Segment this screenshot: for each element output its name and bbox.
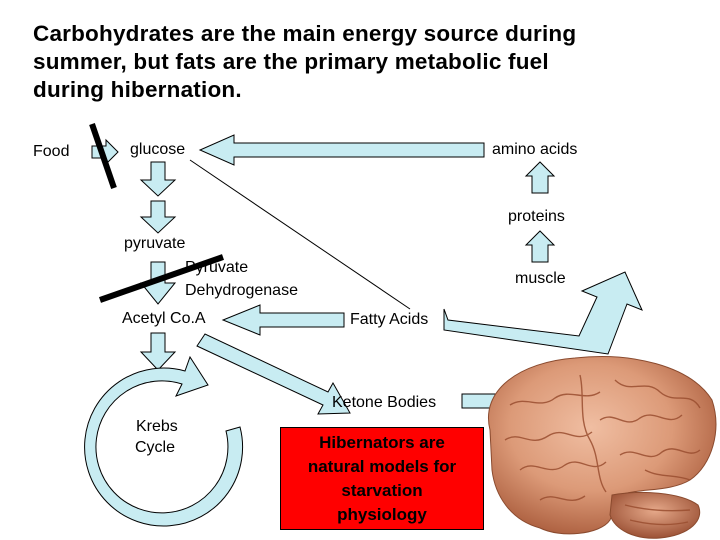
fatty-to-muscle-arrow: [443, 271, 643, 355]
muscle-to-proteins-arrow: [524, 230, 556, 263]
acetyl-to-ketone-arrow: [196, 333, 351, 415]
title-line-1: Carbohydrates are the main energy source…: [33, 21, 577, 46]
glucose-to-fatty-acids-line: [189, 159, 411, 310]
label-ketone-bodies: Ketone Bodies: [332, 394, 437, 411]
pdh-block-bar: [99, 254, 224, 303]
callout-line-2: natural models for: [307, 456, 457, 476]
label-amino-acids: amino acids: [492, 141, 578, 158]
krebs-cycle-arrow: [84, 355, 244, 527]
label-proteins: proteins: [508, 208, 565, 225]
label-pdh-line-1: Pyruvate: [185, 259, 249, 276]
slide-title: Carbohydrates are the main energy source…: [33, 20, 653, 104]
acetyl-to-krebs-arrow: [139, 332, 177, 371]
label-pyruvate: pyruvate: [124, 235, 186, 252]
title-line-2: summer, but fats are the primary metabol…: [33, 49, 549, 74]
callout-line-1: Hibernators are: [319, 432, 445, 452]
title-line-3: during hibernation.: [33, 77, 242, 102]
fatty-to-acetyl-arrow: [221, 304, 345, 336]
label-acetyl-coa: Acetyl Co.A: [122, 310, 206, 327]
label-food: Food: [33, 143, 70, 160]
label-pdh-line-2: Dehydrogenase: [185, 282, 298, 299]
proteins-to-amino-arrow: [524, 161, 556, 194]
label-krebs-line-1: Krebs: [136, 418, 178, 435]
amino-to-glucose-arrow: [198, 134, 485, 166]
glucose-down-arrow-2: [139, 200, 177, 234]
callout-line-3: starvation: [341, 480, 423, 500]
label-krebs-line-2: Cycle: [135, 439, 176, 456]
label-muscle: muscle: [515, 270, 566, 287]
hibernators-callout: Hibernators are natural models for starv…: [280, 427, 484, 530]
glucose-down-arrow-1: [139, 161, 177, 197]
label-glucose: glucose: [130, 141, 186, 158]
food-block-bar: [89, 123, 117, 189]
brain-image: [488, 356, 717, 539]
callout-line-4: physiology: [337, 504, 427, 524]
label-fatty-acids: Fatty Acids: [350, 311, 429, 328]
